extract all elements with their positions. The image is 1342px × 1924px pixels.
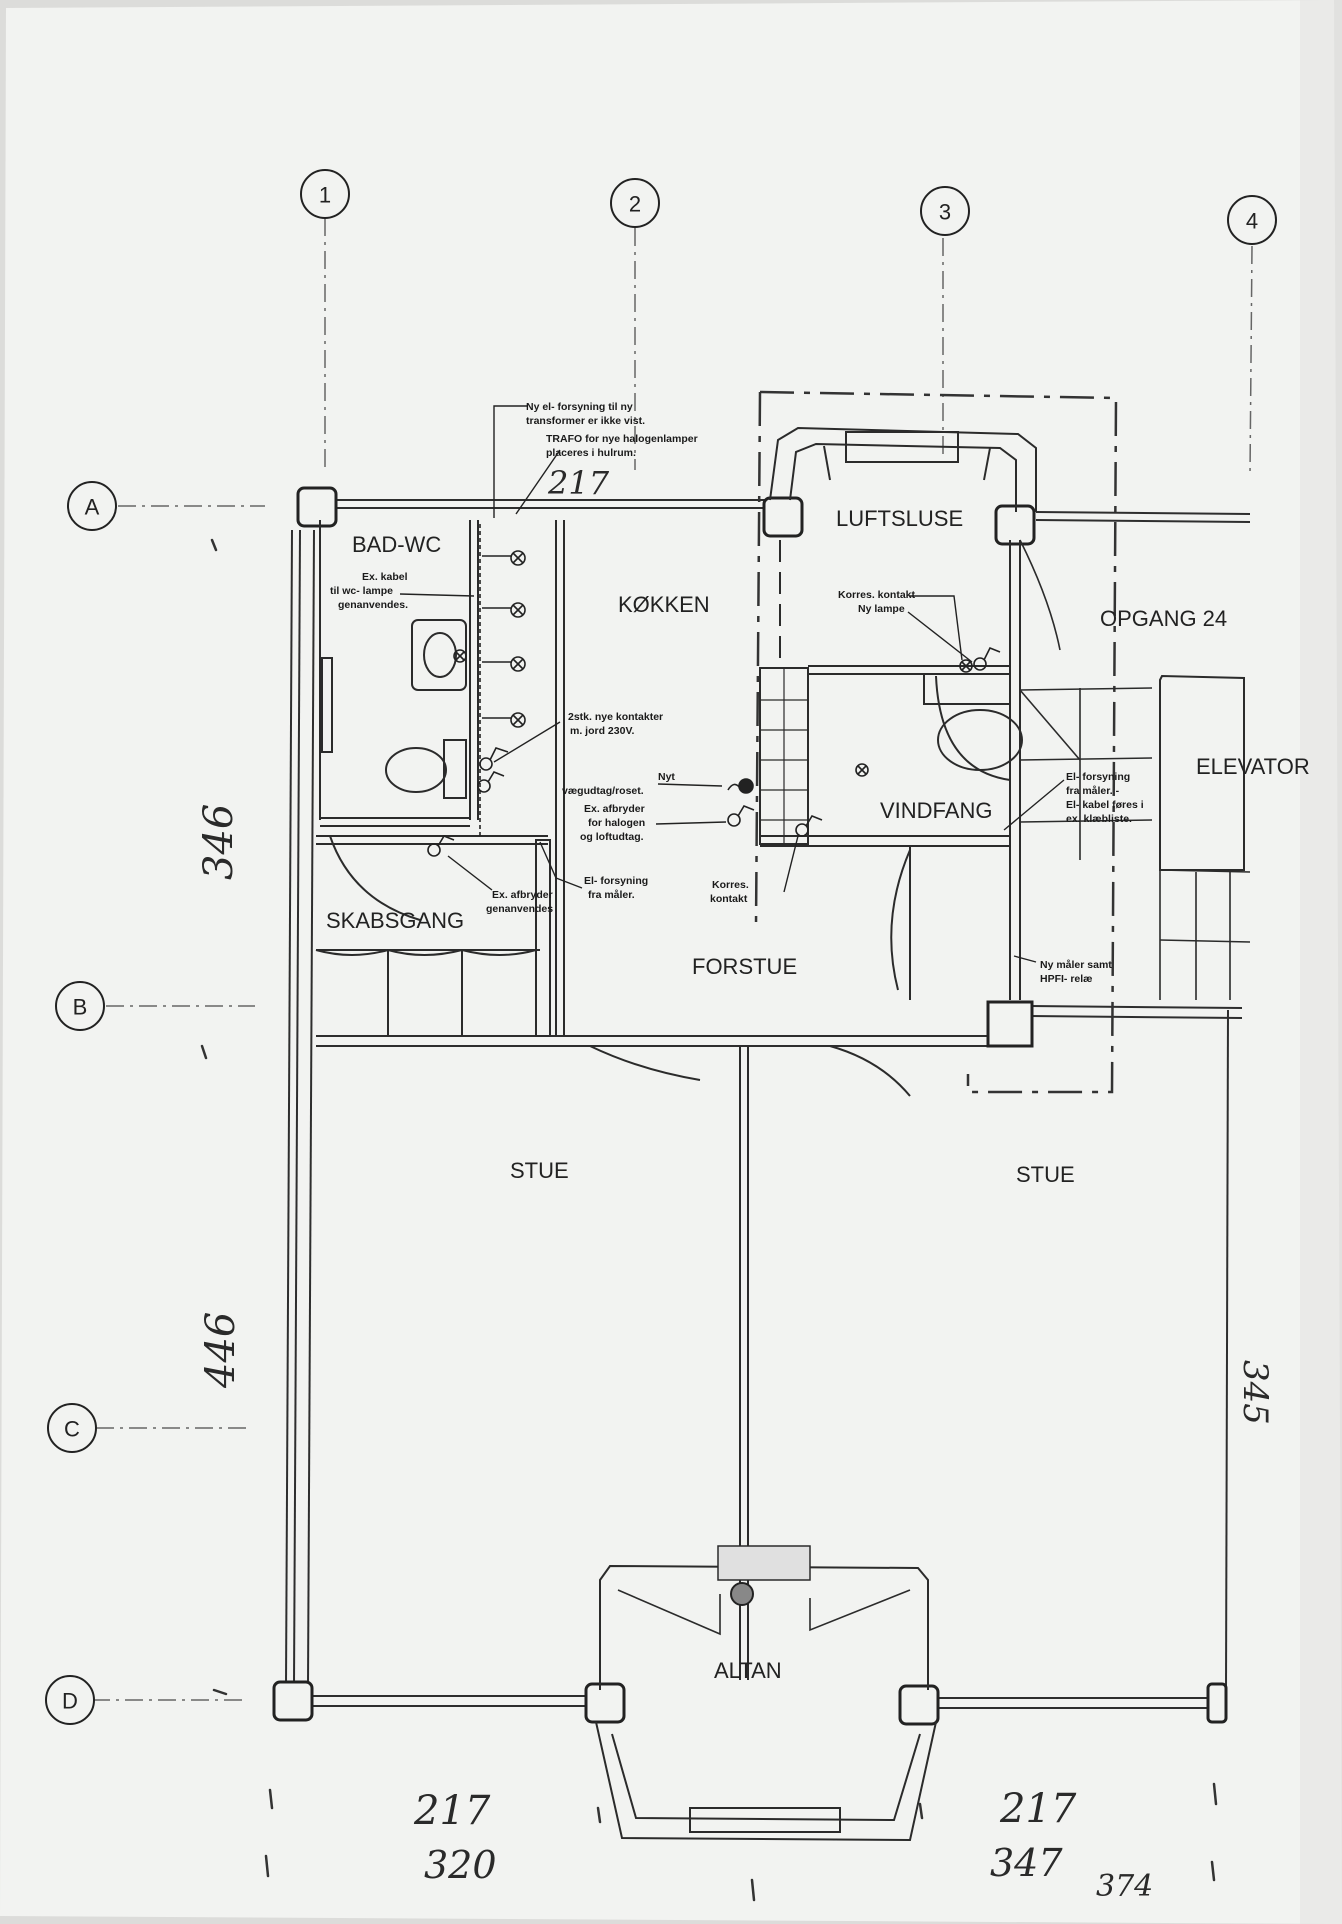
grid-label-row-A: A <box>85 495 100 520</box>
room-kokken: KØKKEN <box>618 592 710 617</box>
room-luftsluse: LUFTSLUSE <box>836 506 963 531</box>
note-outlets-2: m. jord 230V. <box>570 725 634 737</box>
note-exswitch-2: genanvendes <box>486 903 553 915</box>
bathroom-walls <box>319 520 565 1036</box>
hand-right-side: 345 <box>1235 1360 1275 1425</box>
handwritten-ticks <box>200 538 1218 1902</box>
note-trafo-1: TRAFO for nye halogenlamper <box>546 433 698 445</box>
room-forstue: FORSTUE <box>692 954 797 979</box>
grid-label-col-4: 4 <box>1246 209 1258 234</box>
grid-bubble-3 <box>920 186 970 236</box>
note-wc-3: genanvendes. <box>338 599 408 611</box>
grid-label-text: 1 2 3 4 A B C D <box>62 183 1258 1714</box>
note-wc-1: Ex. kabel <box>362 571 408 583</box>
note-korres2-1: Korres. <box>712 879 749 891</box>
hand-bottom-right-3: 374 <box>1096 1869 1153 1904</box>
toilet <box>443 739 467 799</box>
note-switch-2: for halogen <box>588 817 645 829</box>
grid-label-row-C: C <box>64 1417 80 1442</box>
note-trafo-2: placeres i hulrum. <box>546 447 636 459</box>
grid-label-col-1: 1 <box>319 183 331 208</box>
note-wc-2: til wc- lampe <box>330 585 393 597</box>
grid-bubble-4 <box>1227 195 1277 245</box>
grid-bubble-2 <box>610 178 660 228</box>
room-stue-right: STUE <box>1016 1162 1075 1187</box>
note-korres2-2: kontakt <box>710 893 748 905</box>
grid-bubbles <box>45 169 1277 1725</box>
drain-grate <box>717 1545 811 1581</box>
grid-label-row-D: D <box>62 1689 78 1714</box>
note-wall-2: vægudtag/roset. <box>562 785 644 797</box>
note-leaders <box>399 405 1065 963</box>
note-switch-3: og loftudtag. <box>580 831 644 843</box>
grid-bubble-D <box>45 1675 95 1725</box>
room-opgang: OPGANG 24 <box>1100 606 1227 631</box>
exterior-walls <box>285 499 1251 1709</box>
note-elsupply-3: El- kabel føres i <box>1066 799 1144 811</box>
note-supply-2: transformer er ikke vist. <box>526 415 645 427</box>
note-exswitch-1: Ex. afbryder <box>492 889 553 901</box>
grid-label-col-2: 2 <box>629 192 641 217</box>
note-elmeter-2: fra måler. <box>588 889 635 901</box>
grid-bubble-A <box>67 481 117 531</box>
note-korres-1: Korres. kontakt <box>838 589 916 601</box>
elevator-shaft <box>1159 674 1245 871</box>
bay-window-top <box>769 426 1037 512</box>
note-korres-2: Ny lampe <box>858 603 905 615</box>
handwritten-dimensions: 217 346 446 345 217 320 217 347 374 <box>196 464 1275 1904</box>
technical-notes: Ny el- forsyning til ny transformer er i… <box>330 401 1144 985</box>
room-stue-left: STUE <box>510 1158 569 1183</box>
wardrobe-walls <box>315 835 551 1037</box>
hand-bottom-left-1: 217 <box>413 1788 491 1834</box>
work-area-boundary <box>759 390 1118 1094</box>
outlet-icons <box>427 646 1001 857</box>
note-wall-1: Nyt <box>658 771 675 783</box>
grid-bubble-B <box>55 981 105 1031</box>
room-labels: BAD-WC KØKKEN LUFTSLUSE OPGANG 24 ELEVAT… <box>326 506 1310 1683</box>
room-bad-wc: BAD-WC <box>352 532 441 557</box>
room-altan: ALTAN <box>714 1658 782 1683</box>
note-switch-1: Ex. afbryder <box>584 803 645 815</box>
structural-columns <box>272 486 1228 1726</box>
grid-label-row-B: B <box>73 995 88 1020</box>
note-elmeter-1: El- forsyning <box>584 875 648 887</box>
balcony-bay <box>595 1545 937 1842</box>
grid-bubble-C <box>47 1403 97 1453</box>
note-elsupply-1: El- forsyning <box>1066 771 1130 783</box>
hand-bottom-right-2: 347 <box>990 1841 1063 1885</box>
note-meter-1: Ny måler samt <box>1040 959 1112 971</box>
note-outlets-1: 2stk. nye kontakter <box>568 711 663 723</box>
room-elevator: ELEVATOR <box>1196 754 1310 779</box>
grid-lines <box>92 218 1253 1701</box>
note-elsupply-4: ex. klæbliste. <box>1066 813 1132 825</box>
grid-label-col-3: 3 <box>939 200 951 225</box>
note-meter-2: HPFI- relæ <box>1040 973 1093 985</box>
hand-bottom-right-1: 217 <box>999 1786 1077 1832</box>
hand-bottom-left-2: 320 <box>424 1843 497 1887</box>
electrical-symbols <box>399 405 1065 963</box>
hand-top-dim: 217 <box>547 464 610 502</box>
paper-shade <box>1300 0 1342 1924</box>
grid-bubble-1 <box>300 169 350 219</box>
room-skabsgang: SKABSGANG <box>326 908 464 933</box>
note-elsupply-2: fra måler. - <box>1066 785 1120 797</box>
room-vindfang: VINDFANG <box>880 798 992 823</box>
hand-left-upper: 346 <box>196 804 242 880</box>
ceiling-lamp-icons <box>453 550 973 777</box>
note-supply-1: Ny el- forsyning til ny <box>526 401 633 413</box>
hand-left-lower: 446 <box>198 1312 244 1389</box>
